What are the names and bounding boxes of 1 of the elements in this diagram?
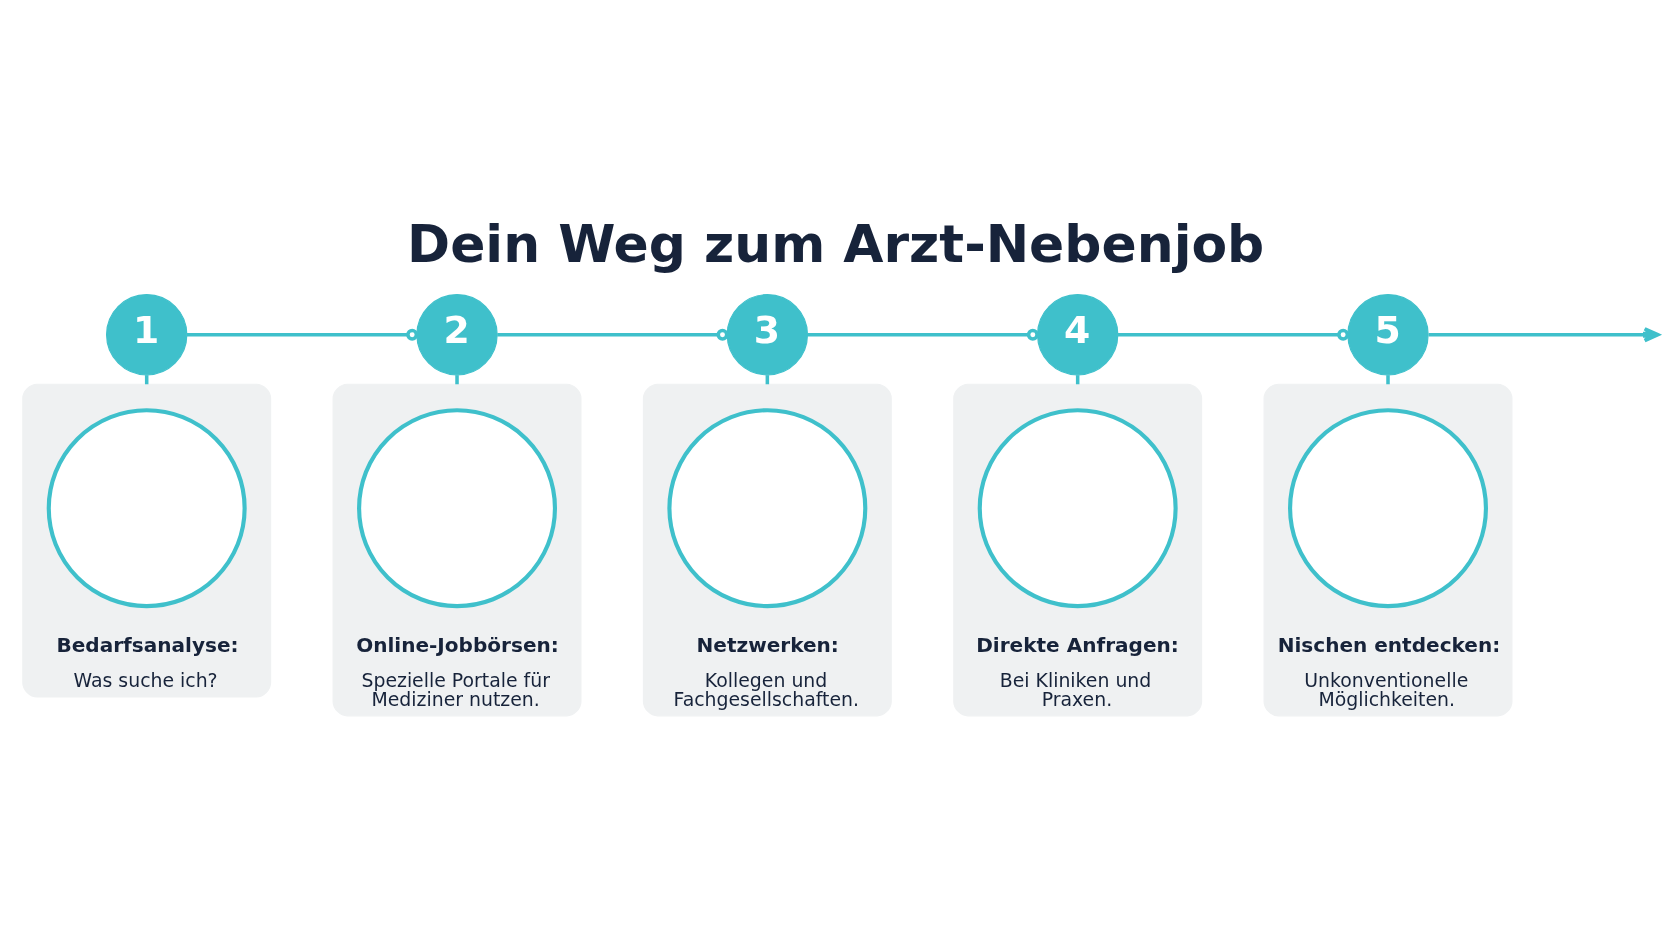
diagram-title: Dein Weg zum Arzt-Nebenjob: [407, 213, 1265, 274]
